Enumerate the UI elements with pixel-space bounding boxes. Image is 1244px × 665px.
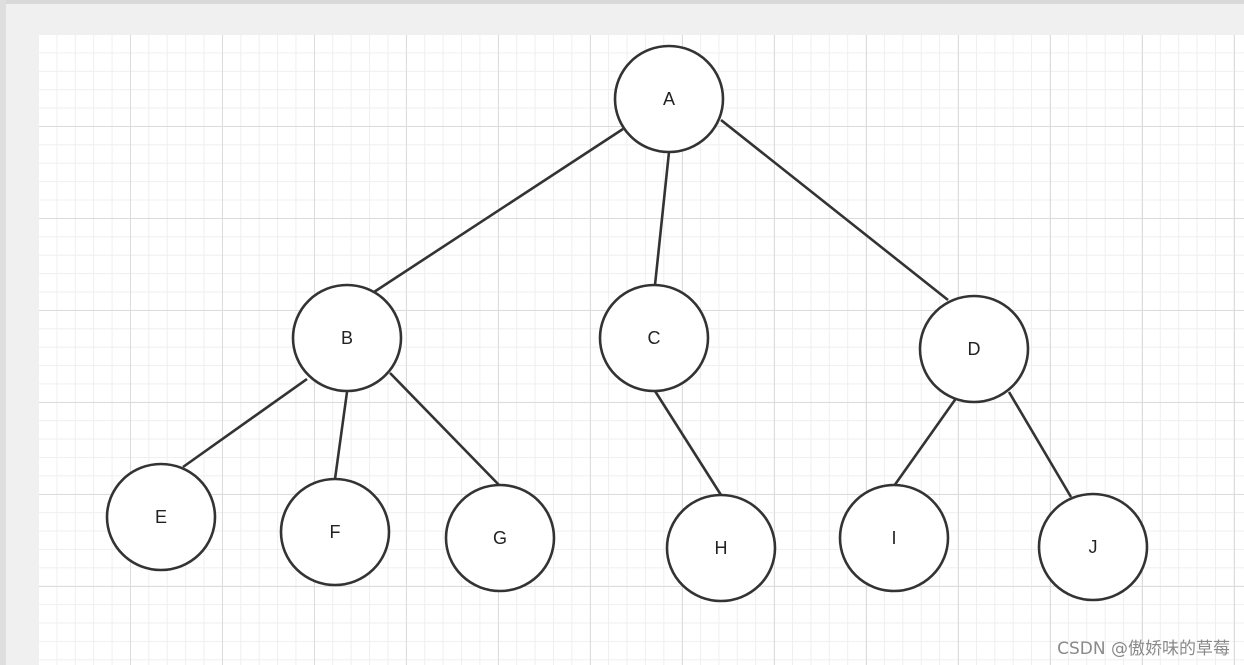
node-d[interactable]: D xyxy=(918,294,1030,404)
edge-d-i[interactable] xyxy=(892,396,959,487)
edge-d-j[interactable] xyxy=(1007,391,1073,498)
node-label: C xyxy=(648,328,661,348)
node-f[interactable]: F xyxy=(279,477,391,587)
node-c[interactable]: C xyxy=(598,283,710,393)
node-circle[interactable] xyxy=(105,462,217,572)
node-circle[interactable] xyxy=(918,294,1030,404)
edge-b-g[interactable] xyxy=(389,372,500,486)
node-e[interactable]: E xyxy=(105,462,217,572)
node-circle[interactable] xyxy=(838,483,950,593)
node-label: G xyxy=(493,528,507,548)
node-label: I xyxy=(891,528,896,548)
edge-b-e[interactable] xyxy=(182,377,308,469)
node-label: A xyxy=(663,89,675,109)
left-border xyxy=(0,0,6,665)
node-label: F xyxy=(330,522,341,542)
node-b[interactable]: B xyxy=(291,283,403,393)
edge-b-f[interactable] xyxy=(333,391,349,480)
watermark-text: CSDN @傲娇味的草莓 xyxy=(1057,639,1230,659)
node-circle[interactable] xyxy=(665,493,777,603)
node-label: J xyxy=(1089,537,1098,557)
node-label: B xyxy=(341,328,353,348)
node-circle[interactable] xyxy=(1037,492,1149,602)
edge-a-c[interactable] xyxy=(653,151,671,286)
nodes-layer: A B C D E F G H I J xyxy=(105,44,1149,603)
node-i[interactable]: I xyxy=(838,483,950,593)
node-g[interactable]: G xyxy=(444,483,556,593)
edge-a-b[interactable] xyxy=(373,127,624,294)
edge-c-h[interactable] xyxy=(653,390,723,496)
node-circle[interactable] xyxy=(613,44,725,154)
node-circle[interactable] xyxy=(444,483,556,593)
node-a[interactable]: A xyxy=(613,44,725,154)
edges-layer xyxy=(182,118,1073,498)
node-circle[interactable] xyxy=(279,477,391,587)
node-circle[interactable] xyxy=(291,283,403,393)
node-j[interactable]: J xyxy=(1037,492,1149,602)
node-label: D xyxy=(968,339,981,359)
top-border xyxy=(0,0,1244,4)
node-h[interactable]: H xyxy=(665,493,777,603)
node-circle[interactable] xyxy=(598,283,710,393)
node-label: E xyxy=(155,507,167,527)
node-label: H xyxy=(715,538,728,558)
edge-a-d[interactable] xyxy=(720,118,949,302)
